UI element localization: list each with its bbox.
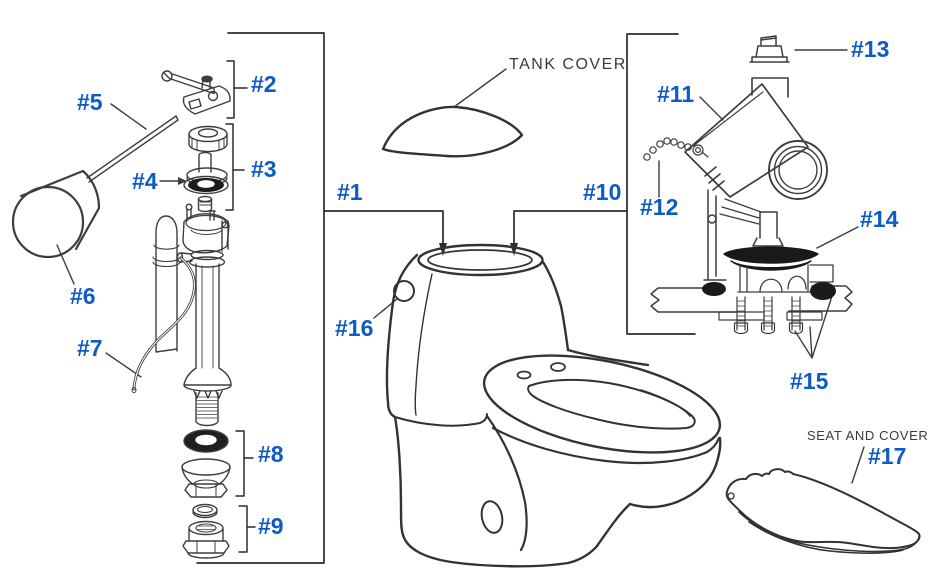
- leader-part6: [56, 244, 75, 285]
- overflow-pipe-top: [751, 77, 789, 98]
- part-label-17[interactable]: #17: [868, 443, 907, 469]
- part-label-8[interactable]: #8: [258, 441, 284, 467]
- bracket-part8: [235, 430, 254, 497]
- bowl-rim-outer: [482, 354, 722, 454]
- leader-part11: [699, 96, 724, 121]
- tank-left-edge: [385, 253, 419, 419]
- part-label-3[interactable]: #3: [251, 156, 277, 182]
- actuator-arm: [703, 189, 762, 281]
- valve-base-casting: [737, 264, 834, 293]
- tank-rim-inner: [427, 249, 533, 271]
- bracket-part9: [238, 505, 256, 553]
- part-label-10[interactable]: #10: [583, 179, 622, 205]
- tank-cover-label: TANK COVER: [509, 56, 627, 73]
- refill-tube: [131, 256, 196, 394]
- bowl-rim-band: [491, 426, 721, 465]
- tank-cover-drawing: [381, 105, 524, 158]
- part-label-1[interactable]: #1: [337, 179, 363, 205]
- part-label-16[interactable]: #16: [335, 315, 374, 341]
- tank-right-edge: [541, 260, 570, 352]
- part-label-14[interactable]: #14: [860, 206, 899, 232]
- valve-nipple: [197, 195, 213, 213]
- tank-bowl-junction: [394, 413, 488, 427]
- part-label-15[interactable]: #15: [790, 368, 829, 394]
- seat-hinge-hole: [727, 492, 735, 500]
- part-label-7[interactable]: #7: [77, 335, 103, 361]
- pedestal-right: [595, 502, 632, 548]
- part-label-4[interactable]: #4: [132, 168, 158, 194]
- part-label-5[interactable]: #5: [77, 89, 103, 115]
- fill-valve-assembly: [11, 70, 232, 559]
- flush-button: [393, 280, 415, 302]
- valve-piston: [752, 211, 784, 247]
- leader-part14: [816, 226, 859, 249]
- bracket-part3: [225, 123, 245, 211]
- flapper-disc: [723, 246, 819, 271]
- arrow-head-part4: [178, 177, 187, 185]
- trip-lever-parts: [161, 70, 231, 115]
- bracket-part2: [226, 60, 248, 119]
- fill-valve-body: [152, 203, 232, 427]
- arrow-head-part10: [510, 243, 518, 256]
- bowl-inner-line: [640, 389, 691, 417]
- flush-valve-body: [684, 83, 809, 198]
- leader-tank-cover: [453, 68, 507, 108]
- seat-bolt-hole-left: [516, 370, 532, 380]
- leader-part5: [110, 103, 147, 130]
- float-rod: [86, 115, 179, 183]
- leader-part7: [105, 352, 142, 378]
- coupling-nut-parts: [182, 503, 230, 559]
- base-cap: [480, 500, 504, 534]
- leader-lines: [56, 49, 865, 484]
- flush-valve-assembly: [643, 35, 853, 335]
- leader-part17: [851, 446, 865, 484]
- leader-part15: [794, 292, 834, 359]
- part-label-2[interactable]: #2: [251, 71, 277, 97]
- tank-rim-outer: [417, 243, 544, 277]
- part-label-9[interactable]: #9: [258, 513, 284, 539]
- bowl-opening: [527, 378, 696, 430]
- seal-disc: [183, 175, 229, 195]
- section-frames: [196, 32, 696, 564]
- shank-washer-parts: [181, 429, 231, 498]
- tank-front-edge: [414, 273, 433, 416]
- seal-right: [810, 282, 836, 300]
- tank-lid-cap: [749, 35, 790, 63]
- right-section-box: [626, 33, 696, 335]
- body-ribs: [704, 166, 725, 191]
- part-label-6[interactable]: #6: [70, 283, 96, 309]
- arrow-head-part1: [439, 243, 447, 256]
- mounting-hardware: [718, 296, 823, 335]
- callout-line-part1: [323, 210, 444, 245]
- callout-line-part10: [513, 210, 628, 245]
- bowl-front-contour: [485, 414, 528, 552]
- pedestal-and-base: [393, 415, 599, 568]
- lift-chain: [643, 137, 709, 161]
- part-label-13[interactable]: #13: [851, 36, 890, 62]
- part-label-11[interactable]: #11: [657, 81, 695, 107]
- deck-top-edge: [566, 348, 650, 367]
- toilet-drawing: [381, 105, 722, 568]
- seat-and-cover-label: SEAT AND COVER: [807, 428, 929, 443]
- part-label-12[interactable]: #12: [640, 194, 679, 220]
- bowl-underside: [628, 436, 722, 509]
- seat-bolt-hole-right: [550, 362, 566, 372]
- seat-and-cover-drawing: [725, 468, 921, 554]
- valve-seat-ring: [768, 140, 828, 200]
- left-section-box: [196, 32, 325, 564]
- float-ball: [11, 169, 101, 259]
- tank-floor-section: [650, 285, 853, 313]
- seal-left: [702, 282, 726, 296]
